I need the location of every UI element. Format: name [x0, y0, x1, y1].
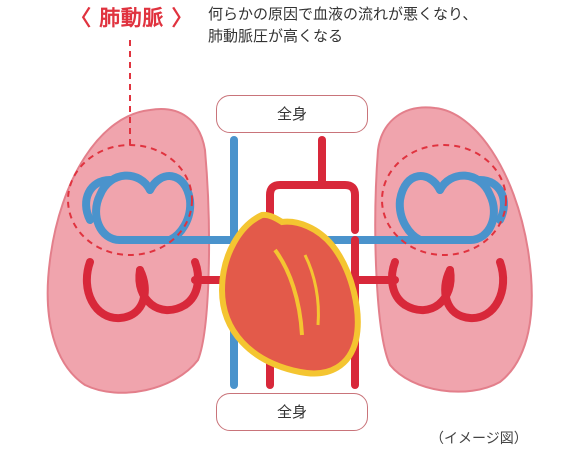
callout-markers — [67, 40, 507, 256]
image-caption: （イメージ図） — [430, 431, 528, 447]
description-line-1: 何らかの原因で血液の流れが悪くなり、 — [208, 5, 478, 23]
systemic-circulation-bottom-box: 全身 — [216, 393, 368, 431]
heart-icon — [218, 211, 361, 377]
description-text: 何らかの原因で血液の流れが悪くなり、 肺動脈圧が高くなる — [208, 3, 477, 47]
description-line-2: 肺動脈圧が高くなる — [208, 27, 344, 45]
lung-left-icon — [46, 108, 211, 394]
systemic-circulation-top-box: 全身 — [216, 95, 368, 133]
lung-right-icon — [374, 106, 533, 393]
pulmonary-artery-label: 〈 肺動脈 〉 — [70, 6, 194, 30]
